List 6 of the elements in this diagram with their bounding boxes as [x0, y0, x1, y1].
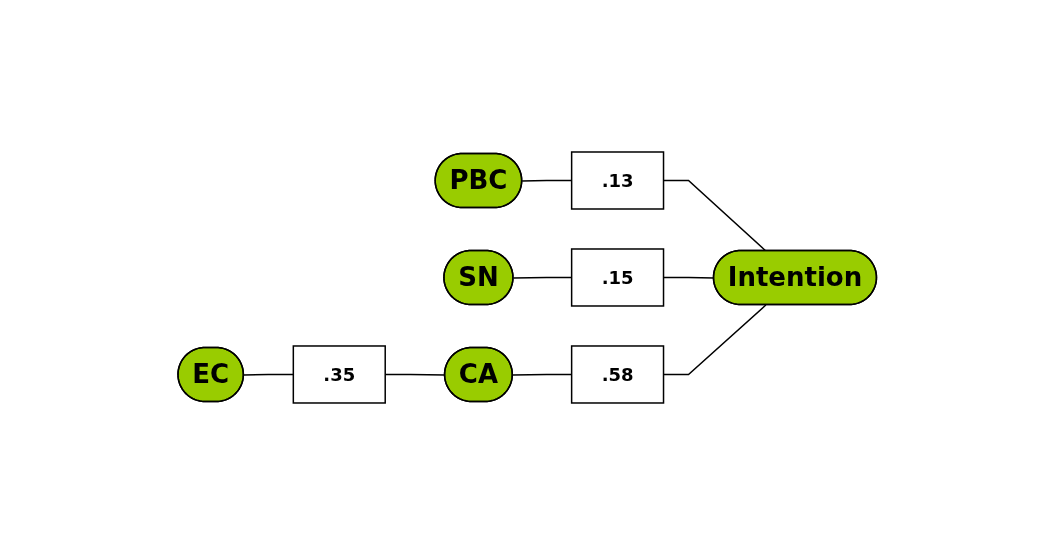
connector — [663, 179, 767, 252]
node-box: .13 — [571, 151, 665, 210]
connector — [663, 304, 767, 376]
node-box: .58 — [571, 345, 665, 404]
node-box: .35 — [292, 345, 387, 404]
node-box: .15 — [571, 248, 665, 307]
